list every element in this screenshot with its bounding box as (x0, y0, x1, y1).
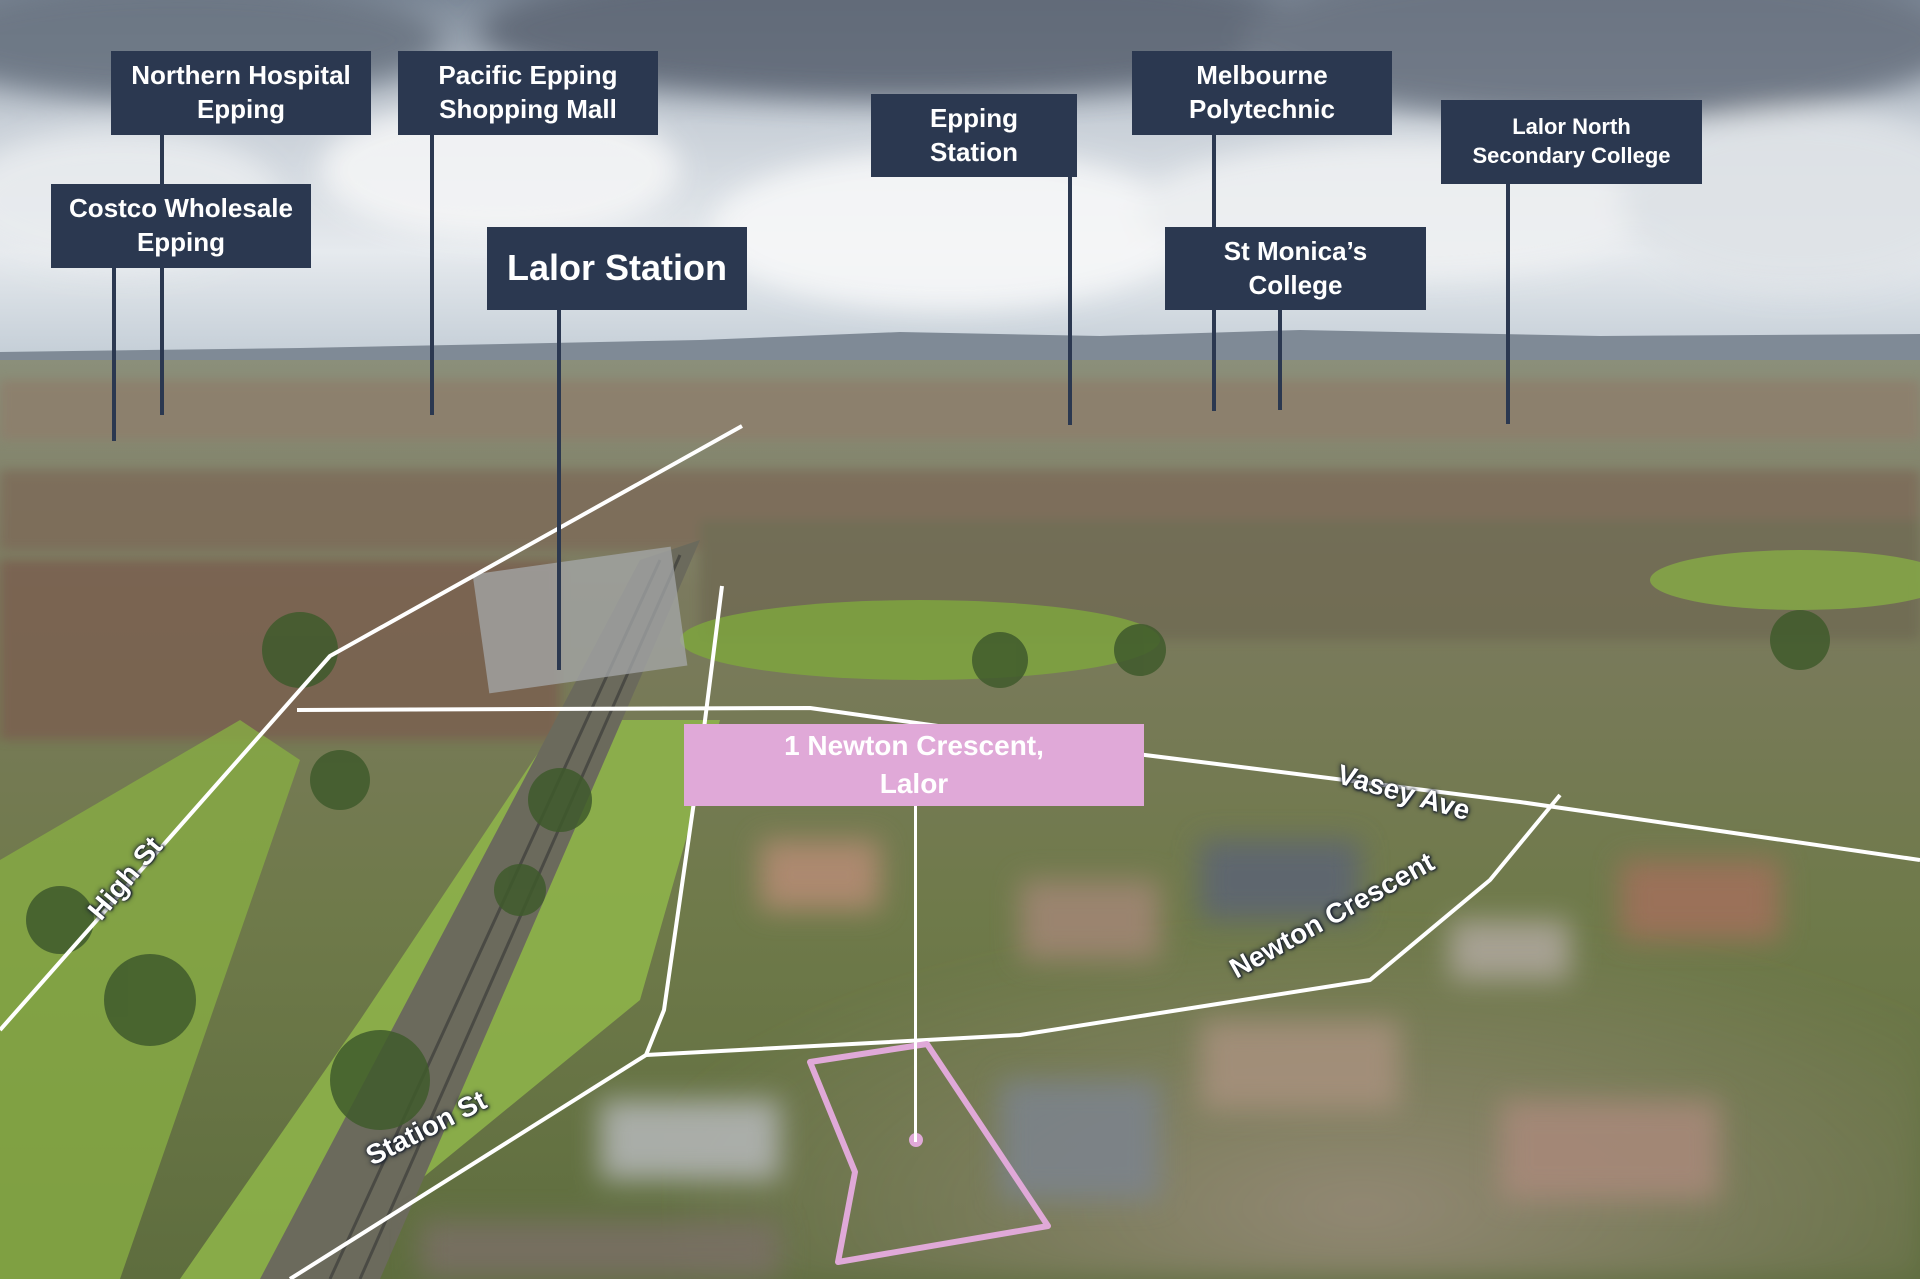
st-monicas-pin (1278, 310, 1282, 410)
poi-label-northern-hospital: Northern Hospital Epping (111, 51, 371, 135)
newton-crescent-line (645, 793, 1562, 1057)
poi-label-costco: Costco Wholesale Epping (51, 184, 311, 268)
property-boundary (807, 1041, 1051, 1265)
road-lines (0, 424, 1920, 1279)
poi-label-st-monicas: St Monica’s College (1165, 227, 1426, 310)
station-st-lower-line (288, 1053, 648, 1279)
poi-label-melbourne-polytechnic: Melbourne Polytechnic (1132, 51, 1392, 135)
property-address-label: 1 Newton Crescent, Lalor (684, 724, 1144, 806)
costco-pin (112, 268, 116, 441)
poi-label-lalor-north: Lalor North Secondary College (1441, 100, 1702, 184)
high-st-line (0, 424, 743, 1032)
station-st-line (644, 585, 724, 1056)
poi-label-pacific-epping: Pacific Epping Shopping Mall (398, 51, 658, 135)
property-pin-line (914, 806, 917, 1142)
northern-hospital-pin (160, 135, 164, 415)
poi-label-lalor-station: Lalor Station (487, 227, 747, 310)
epping-station-pin (1068, 177, 1072, 425)
pacific-epping-pin (430, 135, 434, 415)
lalor-station-pin (557, 310, 561, 670)
vasey-ave-line (296, 706, 1920, 862)
lalor-north-pin (1506, 184, 1510, 424)
poi-label-epping-station: Epping Station (871, 94, 1077, 177)
